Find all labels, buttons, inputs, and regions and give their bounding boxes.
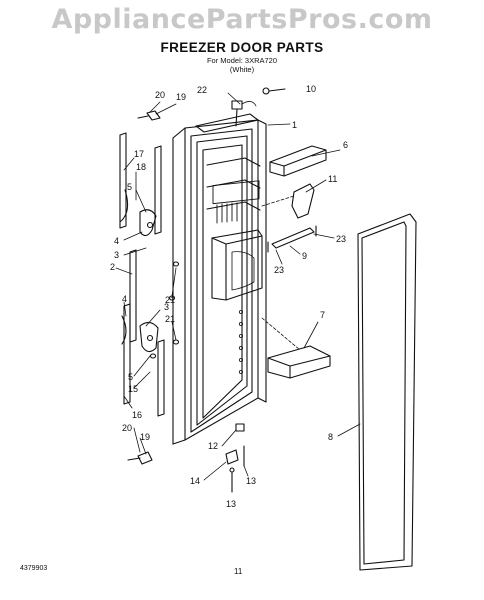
callout-13-bottom: 13 [226, 499, 236, 509]
door-assembly [172, 113, 267, 445]
watermark: AppliancePartsPros.com [51, 4, 433, 35]
door-shelf-6 [269, 145, 327, 177]
lower-hinge-20-19 [127, 451, 153, 465]
lower-hinge-5 [121, 315, 159, 353]
callout-5-lower: 5 [128, 372, 133, 382]
callout-4-top: 4 [114, 236, 119, 246]
hinge-bracket-5 [139, 209, 157, 237]
callout-23-right: 23 [336, 234, 346, 244]
callout-9: 9 [302, 251, 307, 261]
callout-22: 22 [197, 85, 207, 95]
callout-12: 12 [208, 441, 218, 451]
bottom-parts-14-13 [225, 445, 245, 493]
callout-14: 14 [190, 476, 200, 486]
callout-3-top: 3 [114, 250, 119, 260]
callout-8: 8 [328, 432, 333, 442]
callout-6: 6 [343, 140, 348, 150]
callout-3-lower: 3 [164, 302, 169, 312]
callout-5-top: 5 [127, 182, 132, 192]
model-info: For Model: 3XRA720 (White) [0, 56, 484, 74]
ice-chute-11 [261, 183, 315, 219]
upper-hinge-20-19 [137, 110, 161, 121]
callout-21-top: 21 [165, 295, 175, 305]
left-rail-upper [119, 132, 162, 235]
leader-lines [115, 92, 361, 481]
screw-10 [262, 87, 286, 95]
callout-numbers: 10 22 1 6 11 23 9 23 7 8 20 19 17 18 5 4… [110, 84, 348, 509]
bin-7 [261, 317, 331, 379]
callout-20-top: 20 [155, 90, 165, 100]
callout-18: 18 [136, 162, 146, 172]
callout-10: 10 [306, 84, 316, 94]
callout-17: 17 [134, 149, 144, 159]
door-gasket-8 [357, 213, 417, 571]
variant-line: (White) [229, 65, 255, 74]
callout-20-lower: 20 [122, 423, 132, 433]
callout-15: 15 [128, 384, 138, 394]
callout-19-top: 19 [176, 92, 186, 102]
callout-4-lower: 4 [122, 294, 127, 304]
page-number: 11 [234, 567, 243, 576]
callout-2: 2 [110, 262, 115, 272]
callout-13-right: 13 [246, 476, 256, 486]
callout-16: 16 [132, 410, 142, 420]
callout-23-left: 23 [274, 265, 284, 275]
callout-11: 11 [328, 174, 337, 184]
model-line: For Model: 3XRA720 [206, 56, 278, 65]
callout-19-lower: 19 [140, 432, 150, 442]
bottom-hinge-12 [235, 423, 245, 432]
page-title: FREEZER DOOR PARTS [160, 40, 324, 55]
left-rail-lower [123, 249, 165, 417]
callout-1: 1 [292, 120, 297, 130]
document-number: 4379903 [20, 565, 48, 572]
callout-21-lower: 21 [165, 314, 175, 324]
callout-7: 7 [320, 310, 325, 320]
